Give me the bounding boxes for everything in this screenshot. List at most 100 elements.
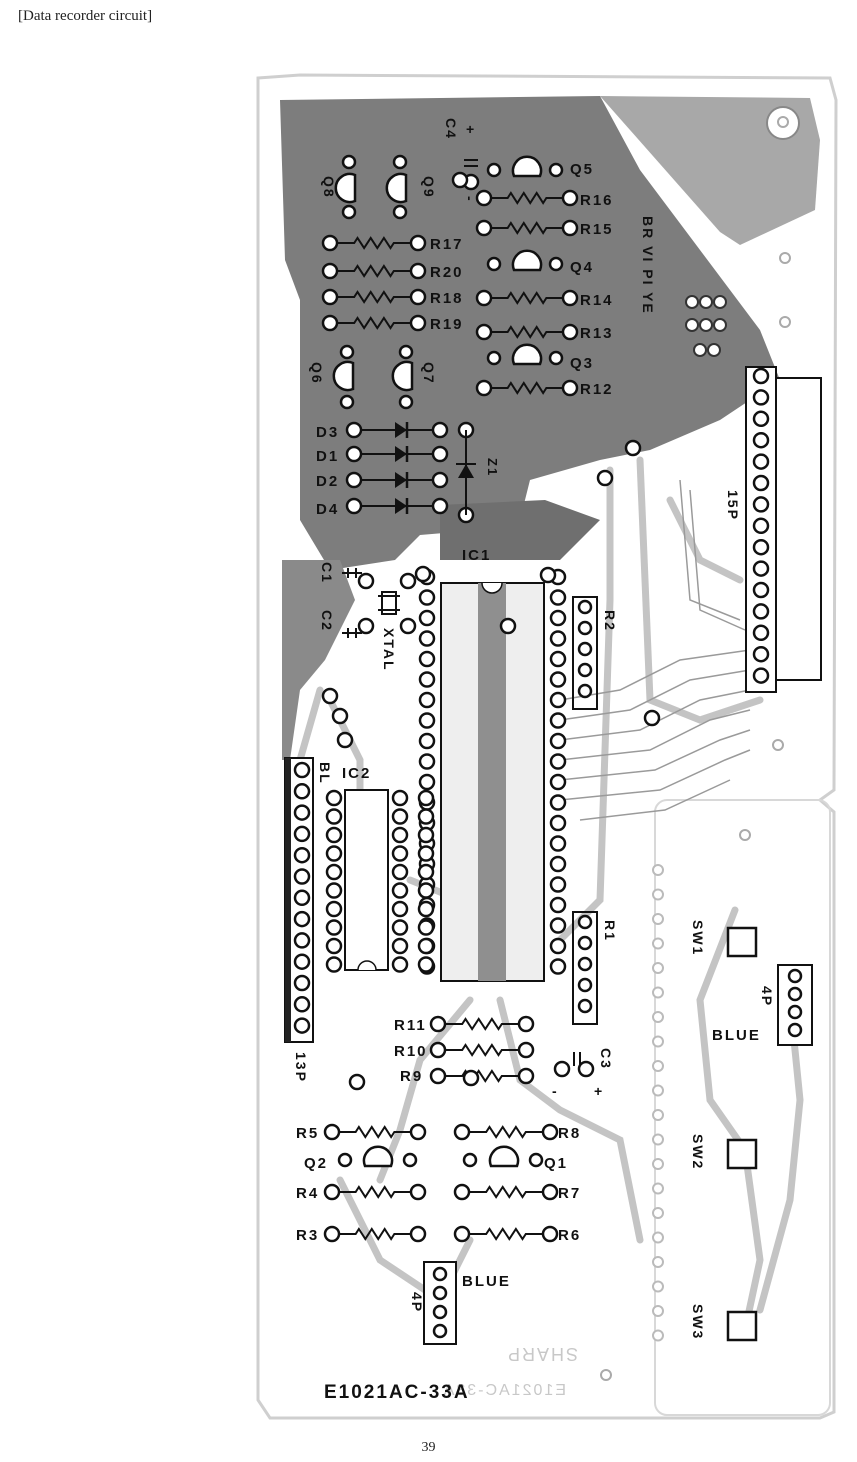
- resistor-r6: [462, 1227, 550, 1241]
- ic2-pin: [391, 882, 409, 899]
- ic2-pin: [417, 882, 435, 899]
- component-pad: [336, 731, 354, 749]
- label-sw2: SW2: [690, 1134, 706, 1170]
- connector-4p-right-pin: [787, 986, 803, 1002]
- label-d2: D2: [316, 473, 339, 490]
- transistors: [332, 154, 564, 1168]
- label-blue-right: BLUE: [712, 1027, 761, 1044]
- component-pad: [399, 617, 417, 635]
- resistor-r15-pad: [475, 219, 493, 237]
- label-c2: C2: [319, 610, 335, 632]
- connector-4p-right-pin: [787, 968, 803, 984]
- ic1-pin: [418, 630, 436, 647]
- resistor-r17-pad: [321, 234, 339, 252]
- resistor-r16-pad: [561, 189, 579, 207]
- label-r15: R15: [580, 221, 614, 238]
- transistor-pad: [341, 154, 357, 170]
- resistor-r13: [484, 325, 570, 339]
- ic2: [344, 789, 389, 971]
- label-sw3: SW3: [690, 1304, 706, 1340]
- ic1-pin: [549, 814, 567, 832]
- connector-4p-right-pin: [787, 1022, 803, 1038]
- label-ic1: IC1: [462, 547, 491, 564]
- ic1-pin: [549, 650, 567, 668]
- ic1-pin: [549, 773, 567, 791]
- transistor-pad: [548, 162, 564, 178]
- resistor-r5-pad: [409, 1123, 427, 1141]
- test-pad: [652, 1231, 664, 1244]
- cap-c4: [464, 159, 478, 167]
- ic1-pin: [549, 958, 567, 975]
- transistor-pad: [339, 344, 355, 360]
- label-r3: R3: [296, 1227, 319, 1244]
- connector-13p-pin: [293, 825, 311, 843]
- label-q4: Q4: [570, 259, 594, 276]
- ic2-pin: [325, 919, 343, 936]
- resistor-r17: [330, 236, 418, 250]
- resistor-r3: [332, 1227, 418, 1241]
- ic1-pin: [549, 937, 567, 955]
- ic2-pin: [417, 826, 435, 844]
- connector-15p-pin: [752, 496, 770, 513]
- transistor-pad: [339, 394, 355, 410]
- label-r4: R4: [296, 1185, 319, 1202]
- test-pad: [652, 1109, 664, 1121]
- figure-caption: [Data recorder circuit]: [18, 8, 153, 24]
- connector-15p-pin: [752, 624, 770, 642]
- resistor-r12-pad: [475, 379, 493, 397]
- connector-13p-pin: [293, 932, 311, 949]
- r1-pin: [577, 998, 593, 1014]
- transistor-q7: [391, 360, 414, 392]
- component-pad: [348, 1073, 366, 1091]
- resistor-r18-pad: [321, 288, 339, 306]
- ic1-pin: [549, 691, 567, 709]
- component-pad: [357, 572, 375, 590]
- mounting-pad: [772, 739, 784, 751]
- resistor-r7: [462, 1185, 550, 1199]
- mounting-pad: [600, 1369, 612, 1381]
- connector-13p-pin: [293, 783, 311, 800]
- transistor-pad: [392, 204, 408, 220]
- connector-15p-pin: [752, 367, 770, 385]
- label-br-vi-pi-ye: BR VI PI YE: [640, 216, 656, 315]
- cap-c1: [342, 568, 362, 578]
- test-pad: [652, 1035, 664, 1048]
- transistor-q1: [488, 1145, 520, 1168]
- label-r10: R10: [394, 1043, 428, 1060]
- resistor-r8-pad: [453, 1123, 471, 1141]
- ic1-pin: [549, 732, 567, 750]
- transistor-q4: [511, 249, 543, 272]
- test-pad: [652, 962, 664, 974]
- ic2-pin: [391, 937, 409, 955]
- ic1-pin: [549, 712, 567, 729]
- resistor-r20: [330, 264, 418, 278]
- r1-pin: [577, 914, 593, 930]
- r2-pin: [577, 620, 593, 636]
- label-d4: D4: [316, 501, 339, 518]
- component-pad: [451, 171, 469, 189]
- r2-pin: [577, 599, 593, 615]
- label-r16: R16: [580, 192, 614, 209]
- connector-13p-pin: [293, 953, 311, 970]
- label-q2: Q2: [304, 1155, 328, 1172]
- ic2-pins: [325, 789, 435, 973]
- connector-13p-pin: [293, 910, 311, 928]
- zener-z1: [456, 430, 476, 515]
- ground-plane-left: [282, 560, 355, 760]
- ic1-pin: [549, 630, 567, 647]
- diode-d1-body: [395, 446, 407, 462]
- transistor-q8: [334, 172, 357, 204]
- connector-15p-pin: [752, 603, 770, 620]
- label-r19: R19: [430, 316, 464, 333]
- ic1-pin: [418, 671, 436, 688]
- test-pad: [652, 1084, 664, 1097]
- connector-15p-pin: [752, 431, 770, 449]
- resistor-r18: [330, 290, 418, 304]
- label-r8: R8: [558, 1125, 581, 1142]
- connector-13p-pin: [293, 974, 311, 992]
- brand-mirrored: SHARP: [506, 1344, 578, 1364]
- connector-15p-pin: [752, 474, 770, 492]
- ic2-pin: [325, 808, 343, 825]
- ic2-pin: [417, 845, 435, 862]
